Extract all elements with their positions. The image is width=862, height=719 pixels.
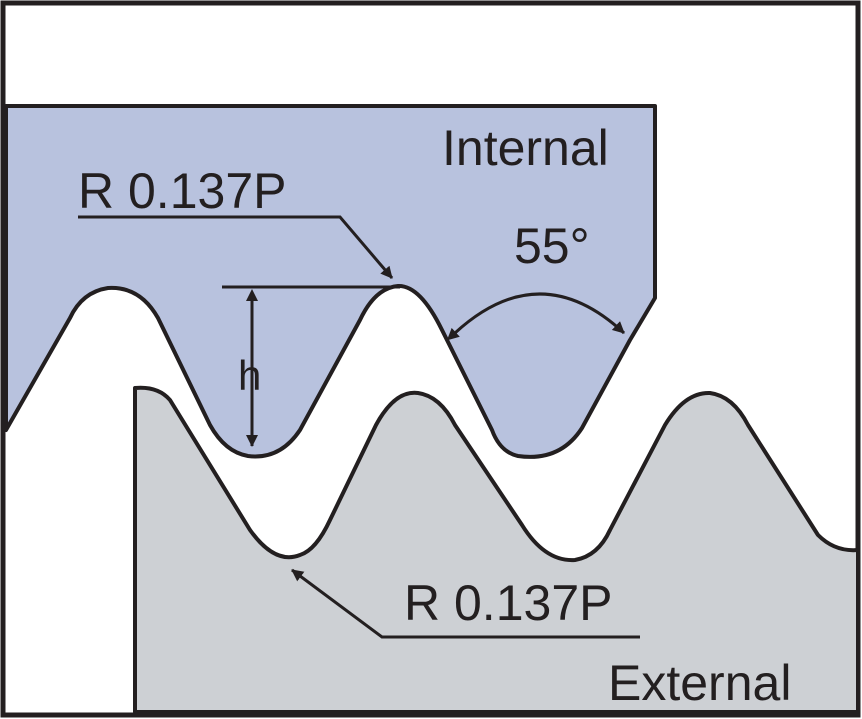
radius-leader-top [78, 215, 394, 279]
external-label: External [608, 655, 791, 711]
external-thread-region [133, 385, 860, 714]
radius-label-bottom: R 0.137P [404, 575, 612, 631]
radius-leader-bottom [291, 568, 640, 639]
radius-label-top: R 0.137P [78, 163, 286, 219]
internal-thread-region [4, 104, 657, 459]
angle-label: 55° [514, 218, 590, 274]
height-label: h [238, 352, 261, 399]
angle-arc [446, 292, 626, 341]
internal-label: Internal [442, 120, 609, 176]
